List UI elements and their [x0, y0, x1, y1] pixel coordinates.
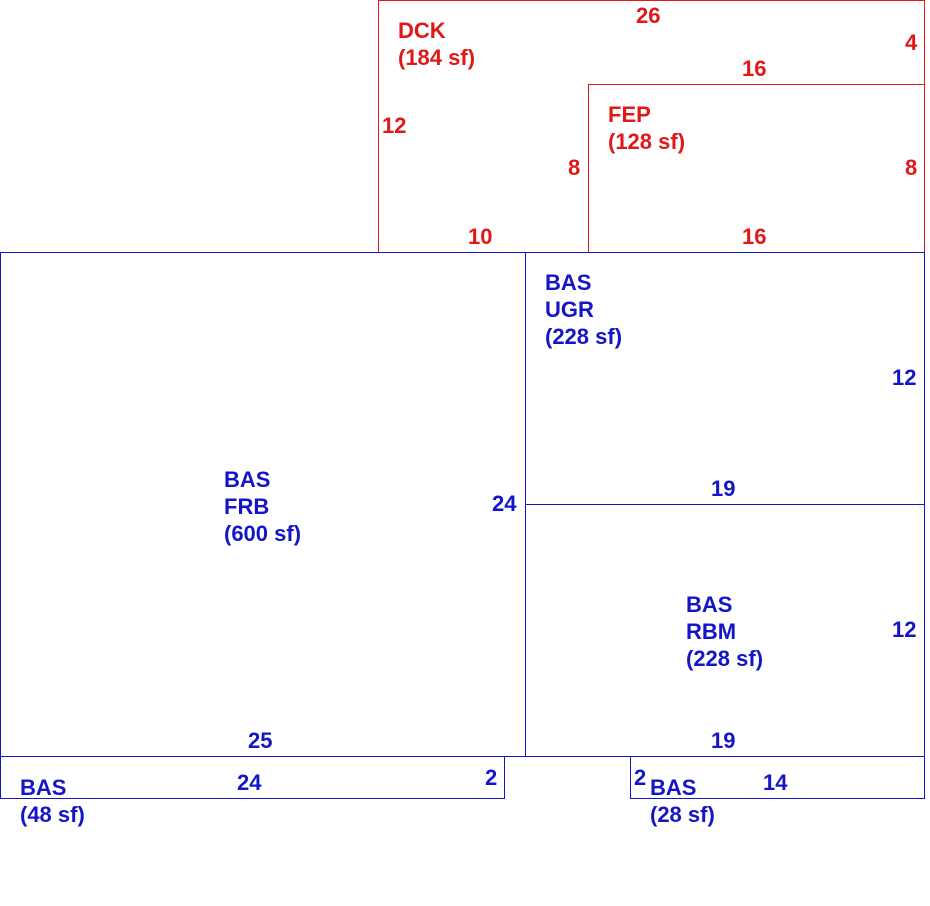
bas-28-size: (28 sf)	[650, 802, 715, 827]
fep-size: (128 sf)	[608, 129, 686, 154]
fep-label: FEP (128 sf)	[608, 101, 685, 155]
bas-ugr-sub: UGR	[545, 297, 594, 322]
dim-dck-right: 4	[905, 30, 918, 55]
bas-28-code: BAS	[650, 775, 697, 800]
dim-dck-top: 26	[636, 3, 661, 28]
dck-size: (184 sf)	[398, 45, 476, 70]
dim-dck-inner: 8	[568, 155, 581, 180]
bas-28-outline	[630, 756, 925, 799]
bas-frb-size: (600 sf)	[224, 521, 302, 546]
dim-ugr-bottom: 19	[711, 476, 736, 501]
bas-frb-label: BAS FRB (600 sf)	[224, 466, 301, 547]
bas-frb-sub: FRB	[224, 494, 270, 519]
bas-28-label: BAS (28 sf)	[650, 774, 715, 828]
bas-ugr-size: (228 sf)	[545, 324, 623, 349]
bas-48-outline	[0, 756, 505, 799]
dim-bas28-top: 14	[763, 770, 788, 795]
bas-frb-code: BAS	[224, 467, 271, 492]
dck-label: DCK (184 sf)	[398, 17, 475, 71]
dim-dck-left: 12	[382, 113, 407, 138]
dim-fep-bottom: 16	[742, 224, 767, 249]
bas-ugr-code: BAS	[545, 270, 592, 295]
dim-rbm-bottom: 19	[711, 728, 736, 753]
dim-dck-bottom: 10	[468, 224, 493, 249]
dim-ugr-right: 12	[892, 365, 917, 390]
bas-rbm-label: BAS RBM (228 sf)	[686, 591, 763, 672]
fep-code: FEP	[608, 102, 651, 127]
dim-rbm-right: 12	[892, 617, 917, 642]
bas-48-size: (48 sf)	[20, 802, 85, 827]
dim-frb-right: 24	[492, 491, 517, 516]
dck-code: DCK	[398, 18, 446, 43]
dim-bas48-top: 24	[237, 770, 262, 795]
bas-48-code: BAS	[20, 775, 67, 800]
bas-48-label: BAS (48 sf)	[20, 774, 85, 828]
dim-bas28-left: 2	[634, 765, 647, 790]
dim-frb-bottom: 25	[248, 728, 273, 753]
dim-fep-top: 16	[742, 56, 767, 81]
bas-rbm-code: BAS	[686, 592, 733, 617]
dim-bas48-right: 2	[485, 765, 498, 790]
dim-fep-right: 8	[905, 155, 918, 180]
bas-ugr-label: BAS UGR (228 sf)	[545, 269, 622, 350]
bas-rbm-size: (228 sf)	[686, 646, 764, 671]
bas-rbm-sub: RBM	[686, 619, 737, 644]
